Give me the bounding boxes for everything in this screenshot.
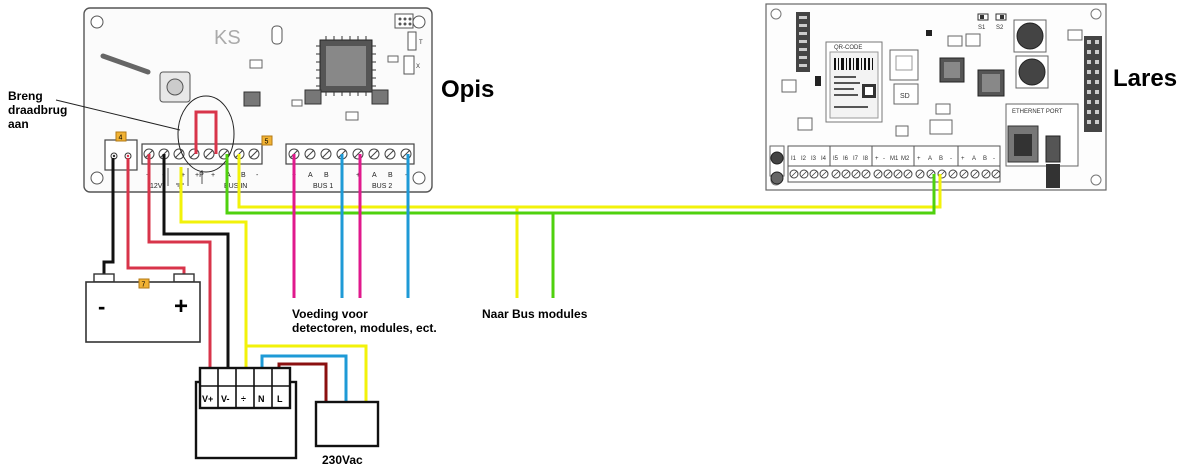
opis-term-label: + bbox=[181, 172, 185, 179]
sd-label: SD bbox=[900, 93, 910, 100]
lares-bus-label: M1 bbox=[890, 156, 899, 162]
mains-label: 230Vac bbox=[322, 453, 363, 467]
lares-bus-label: A bbox=[928, 156, 932, 162]
opis-bus-out-terminal bbox=[285, 143, 415, 165]
badge-5: 5 bbox=[265, 139, 269, 146]
opis-logo: KS bbox=[214, 27, 241, 49]
opis-term-label: A bbox=[372, 172, 377, 179]
bridge-note-line: Breng bbox=[8, 89, 43, 103]
opis-term-label: B bbox=[388, 172, 393, 179]
sd-slot: SD bbox=[889, 49, 919, 105]
ethernet-label: ETHERNET PORT bbox=[1012, 109, 1063, 115]
battery: - + 7 bbox=[85, 273, 201, 343]
ethernet-port: ETHERNET PORT bbox=[1005, 103, 1079, 188]
bus-note: Naar Bus modules bbox=[482, 307, 588, 321]
bridge-note: Breng draadbrug aan bbox=[8, 89, 67, 131]
aux-letter-x: X bbox=[416, 64, 420, 70]
wire-bridge bbox=[194, 110, 218, 154]
wire-bus-green bbox=[225, 154, 936, 215]
wire-battery-black bbox=[102, 158, 115, 280]
lares-bus-label: B bbox=[983, 156, 987, 162]
qr-code-label: QR-CODE bbox=[834, 45, 862, 51]
lares-chip-1 bbox=[939, 57, 965, 83]
lares-bus-label: - bbox=[883, 156, 885, 162]
lares-input-label: I6 bbox=[843, 156, 849, 162]
opis-term-label: +P bbox=[195, 172, 204, 179]
wire-psu-vminus bbox=[162, 154, 230, 380]
badge-7: 7 bbox=[142, 282, 146, 289]
opis-title: Opis bbox=[441, 76, 494, 103]
opis-term-label: A bbox=[308, 172, 313, 179]
bridge-note-line: draadbrug bbox=[8, 103, 67, 117]
lares-input-label: I7 bbox=[853, 156, 859, 162]
battery-plus-sign: + bbox=[174, 293, 188, 320]
dip-switches: S1 S2 bbox=[977, 13, 1007, 31]
opis-term-label: B bbox=[241, 172, 246, 179]
mcu-chip bbox=[316, 36, 376, 96]
lares-input-label: I8 bbox=[863, 156, 869, 162]
lares-screw-strip bbox=[787, 165, 1001, 183]
qr-code-module: QR-CODE bbox=[825, 41, 883, 123]
lares-input-label: I5 bbox=[833, 156, 839, 162]
battery-minus-sign: - bbox=[98, 294, 105, 319]
power-supply: V+ V- ÷ N L bbox=[194, 366, 298, 460]
psu-term-vminus: V- bbox=[221, 394, 230, 404]
lares-title: Lares bbox=[1113, 65, 1177, 92]
psu-term-vplus: V+ bbox=[202, 394, 213, 404]
aux-letter-t: T bbox=[419, 40, 423, 46]
lares-bus-label: + bbox=[875, 156, 879, 162]
lares-bus-label: - bbox=[993, 156, 995, 162]
group-label-12v: 12V bbox=[150, 183, 163, 190]
opis-12v-terminal: 4 bbox=[104, 131, 138, 171]
opis-term-label: - bbox=[256, 172, 259, 179]
badge-4: 4 bbox=[119, 135, 123, 142]
group-label-bus-1: BUS 1 bbox=[313, 183, 333, 190]
opis-term-label: B bbox=[324, 172, 329, 179]
lares-bus-label: + bbox=[917, 156, 921, 162]
lares-bus-label: - bbox=[950, 156, 952, 162]
psu-term-earth: ÷ bbox=[241, 394, 246, 404]
group-label-bus-in: BUS IN bbox=[224, 183, 247, 190]
lares-bus-label: A bbox=[972, 156, 976, 162]
bridge-pointer-line bbox=[55, 99, 181, 131]
opis-board: KS T X bbox=[83, 7, 433, 193]
lares-input-label: I3 bbox=[811, 156, 817, 162]
lares-header-pins bbox=[1084, 36, 1102, 132]
lares-bus-label: M2 bbox=[901, 156, 910, 162]
lares-input-label: I2 bbox=[801, 156, 807, 162]
lares-bus-label: + bbox=[961, 156, 965, 162]
bridge-highlight-ellipse bbox=[177, 95, 235, 173]
switch-label-s1: S1 bbox=[978, 25, 986, 31]
lares-input-label: I1 bbox=[791, 156, 797, 162]
switch-label-s2: S2 bbox=[996, 25, 1004, 31]
lares-bus-label: B bbox=[939, 156, 943, 162]
lares-board: QR-CODE SD bbox=[765, 3, 1107, 191]
wire-yellow-earth-2 bbox=[244, 224, 368, 416]
group-label-bus-2: BUS 2 bbox=[372, 183, 392, 190]
lares-tamper bbox=[769, 145, 785, 185]
opis-term-label: + bbox=[211, 172, 215, 179]
lares-chip-2 bbox=[977, 69, 1005, 97]
lares-input-label: I4 bbox=[821, 156, 827, 162]
psu-term-n: N bbox=[258, 394, 265, 404]
opis-term-label: + bbox=[356, 172, 360, 179]
wire-bus-yellow bbox=[237, 154, 942, 209]
power-note-line: Voeding voor bbox=[292, 307, 368, 321]
power-note: Voeding voor detectoren, modules, ect. bbox=[292, 307, 437, 335]
wire-psu-vplus bbox=[147, 154, 212, 380]
bridge-note-line: aan bbox=[8, 117, 29, 131]
psu-term-l: L bbox=[277, 394, 283, 404]
power-note-line: detectoren, modules, ect. bbox=[292, 321, 437, 335]
mains-socket bbox=[314, 400, 380, 448]
